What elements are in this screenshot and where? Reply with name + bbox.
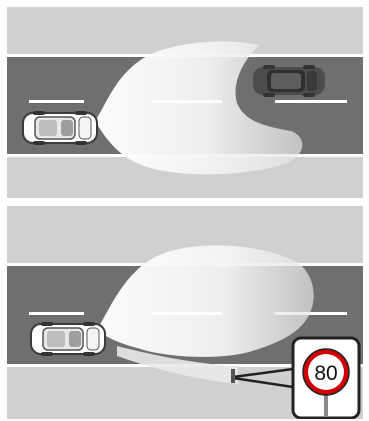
own-car <box>31 322 105 356</box>
lane-dash <box>29 100 84 103</box>
lane-dash <box>29 312 84 315</box>
lane-dash-in-beam <box>152 100 222 103</box>
own-car <box>23 111 97 145</box>
top-panel <box>7 7 363 198</box>
sign-zoom-box: 80 <box>293 338 359 418</box>
oncoming-car <box>253 65 325 97</box>
lane-dash-in-beam <box>152 312 222 315</box>
speed-limit-value: 80 <box>314 362 337 385</box>
sign-post-marker <box>231 369 235 383</box>
bottom-panel: 80 <box>7 206 363 419</box>
lane-dash <box>275 100 347 103</box>
bottom-scene: 80 <box>7 206 363 419</box>
top-scene <box>7 7 363 198</box>
